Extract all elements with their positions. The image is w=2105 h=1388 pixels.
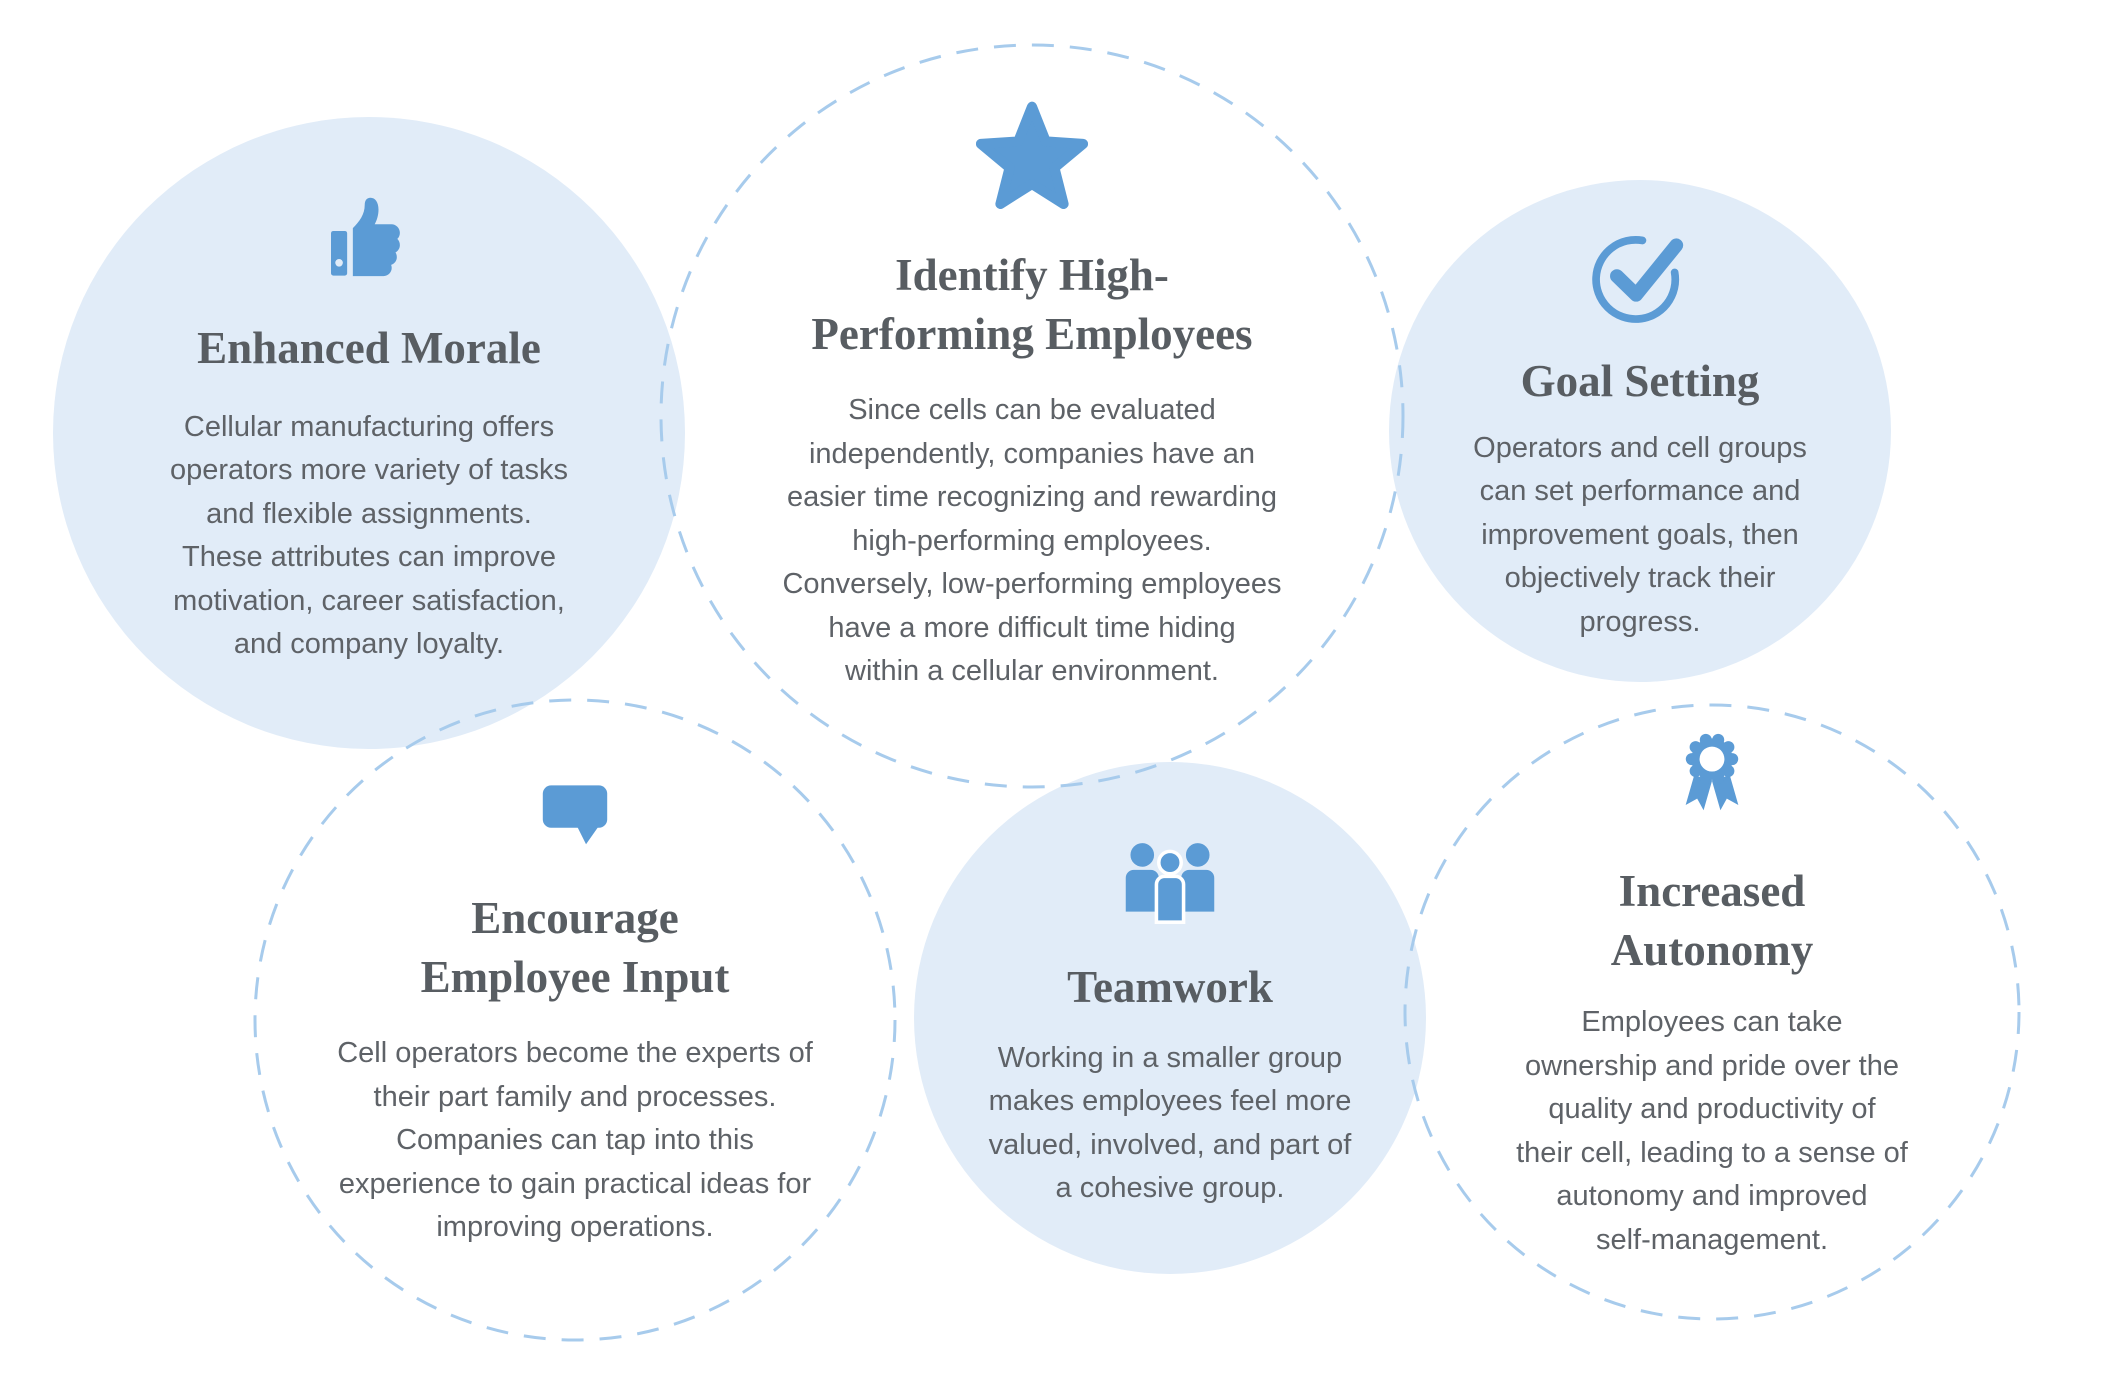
bubble-identify-high-performing: Identify High- Performing Employees Sinc…	[658, 42, 1406, 790]
people-group-icon	[1125, 843, 1215, 924]
dashed-circle-outline	[1403, 703, 2021, 1321]
award-ribbon-icon	[1685, 733, 1739, 811]
dashed-circle-outline	[659, 43, 1405, 789]
bubble-body: Employees can take ownership and pride o…	[1516, 1006, 1908, 1256]
bubble-encourage-employee-input: Encourage Employee Input Cell operators …	[252, 697, 898, 1343]
bubble-body: Cellular manufacturing offers operators …	[169, 410, 569, 661]
bubble-content: Enhanced Morale Cellular manufacturing o…	[53, 117, 685, 749]
bubble-content: Encourage Employee Input Cell operators …	[252, 697, 898, 1343]
bubble-body: Operators and cell groups can set perfor…	[1473, 431, 1807, 638]
bubble-content: Teamwork Working in a smaller group make…	[914, 762, 1426, 1274]
bubble-title: Increased Autonomy	[1610, 866, 1814, 975]
thumbs-up-icon	[331, 197, 400, 277]
bubble-title: Enhanced Morale	[197, 323, 541, 373]
bubble-title: Teamwork	[1067, 962, 1273, 1012]
bubble-content: Increased Autonomy Employees can take ow…	[1402, 702, 2022, 1322]
speech-bubble-icon	[542, 785, 608, 845]
check-circle-icon	[1592, 236, 1684, 323]
dashed-circle-outline	[253, 698, 897, 1342]
bubble-content: Goal Setting Operators and cell groups c…	[1389, 180, 1891, 682]
bubble-title: Goal Setting	[1520, 356, 1760, 406]
bubble-goal-setting: Goal Setting Operators and cell groups c…	[1389, 180, 1891, 682]
bubble-body: Cell operators become the experts of the…	[337, 1037, 813, 1243]
star-icon	[976, 101, 1088, 209]
bubble-content: Identify High- Performing Employees Sinc…	[658, 42, 1406, 790]
bubble-enhanced-morale: Enhanced Morale Cellular manufacturing o…	[53, 117, 685, 749]
bubble-body: Since cells can be evaluated independent…	[782, 394, 1282, 687]
bubble-increased-autonomy: Increased Autonomy Employees can take ow…	[1402, 702, 2022, 1322]
bubble-title: Identify High- Performing Employees	[811, 250, 1253, 359]
bubble-title: Encourage Employee Input	[420, 893, 730, 1002]
bubble-teamwork: Teamwork Working in a smaller group make…	[914, 762, 1426, 1274]
bubble-body: Working in a smaller group makes employe…	[988, 1041, 1352, 1205]
